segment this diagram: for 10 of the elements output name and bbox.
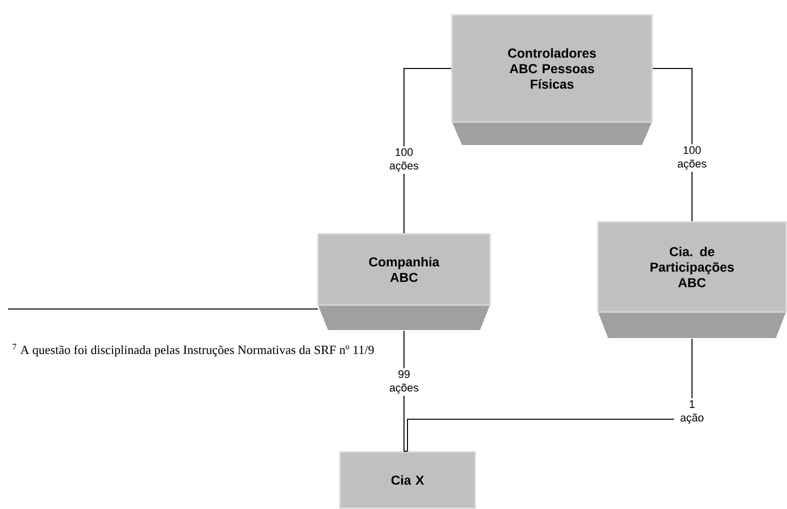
edge-label: 1 ação <box>674 398 710 426</box>
edge-label: 99 ações <box>386 368 422 396</box>
company-box: Controladores ABC Pessoas Físicas <box>451 14 653 145</box>
connector-line <box>407 338 692 452</box>
company-box: Cia. de Participações ABC <box>597 221 787 338</box>
edge-label: 100 ações <box>674 144 710 172</box>
company-box: Companhia ABC <box>317 233 491 330</box>
company-box: Cia X <box>339 451 476 509</box>
footnote-text: $^{7}$ A questão foi disciplinada pelas Instruções Normativas da SRF nº 11/9 <box>12 344 374 357</box>
edge-label: 100 ações <box>386 146 422 174</box>
